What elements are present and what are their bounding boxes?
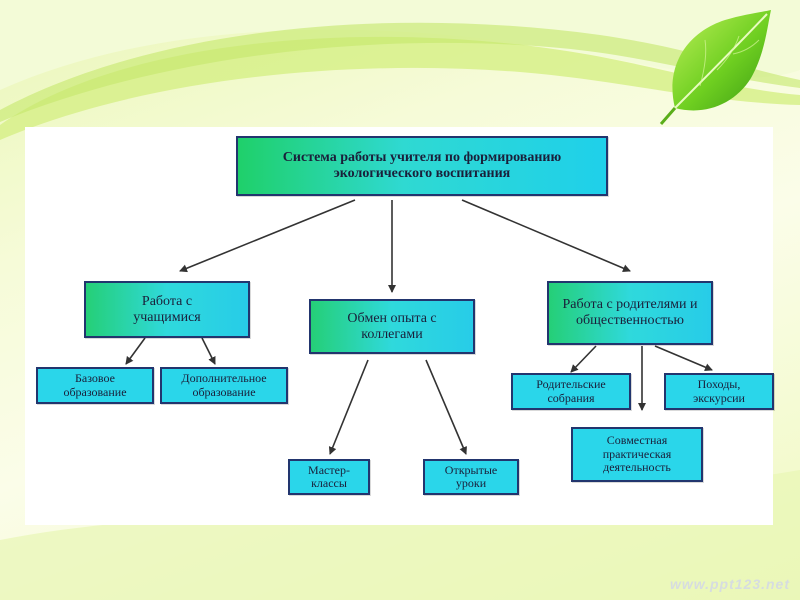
node-joint-activity: Совместная практическая деятельность bbox=[571, 427, 703, 482]
node-master-classes-label: Мастер-классы bbox=[308, 462, 350, 490]
root-node: Система работы учителя по формированию э… bbox=[236, 136, 608, 196]
node-joint-activity-label: Совместная практическая деятельность bbox=[602, 433, 672, 475]
node-open-lessons: Открытые уроки bbox=[423, 459, 519, 495]
root-label: Система работы учителя по формированию э… bbox=[282, 150, 562, 181]
node-parent-meetings-label: Родительские собрания bbox=[536, 377, 606, 405]
leaf-icon bbox=[659, 10, 771, 125]
branch-colleagues: Обмен опыта с коллегами bbox=[309, 299, 475, 354]
branch-parents-label: Работа с родителями и общественностью bbox=[562, 297, 698, 328]
node-basic-education: Базовое образование bbox=[36, 367, 154, 404]
node-additional-education-label: Дополнительное образование bbox=[181, 371, 267, 399]
watermark: www.ppt123.net bbox=[669, 576, 790, 592]
branch-students-label: Работа с учащимися bbox=[133, 293, 201, 325]
branch-parents: Работа с родителями и общественностью bbox=[547, 281, 713, 345]
branch-colleagues-label: Обмен опыта с коллегами bbox=[347, 310, 437, 342]
branch-students: Работа с учащимися bbox=[84, 281, 250, 338]
node-additional-education: Дополнительное образование bbox=[160, 367, 288, 404]
node-hikes-excursions: Походы, экскурсии bbox=[664, 373, 774, 410]
node-master-classes: Мастер-классы bbox=[288, 459, 370, 495]
node-open-lessons-label: Открытые уроки bbox=[444, 462, 498, 490]
node-basic-education-label: Базовое образование bbox=[63, 371, 127, 399]
node-hikes-excursions-label: Походы, экскурсии bbox=[693, 377, 745, 405]
node-parent-meetings: Родительские собрания bbox=[511, 373, 631, 410]
